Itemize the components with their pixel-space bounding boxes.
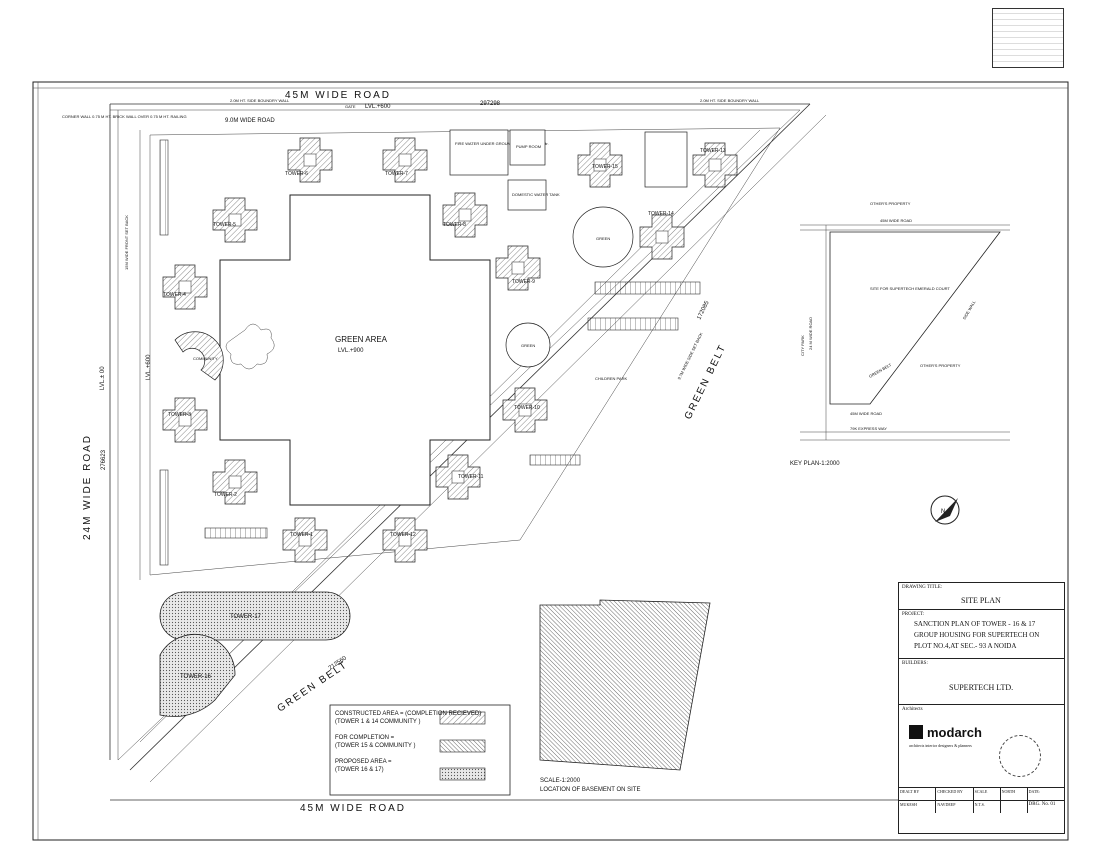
col-dealt: DEALT BY <box>899 788 937 800</box>
key-green-belt: GREEN BELT <box>868 362 893 379</box>
key-city-park: CITY PARK <box>800 335 805 356</box>
val-drawing-no: DRG. No. 01 <box>1028 802 1056 807</box>
key-side-wall: SIDE WALL <box>962 299 977 321</box>
legend-constructed-sub: (TOWER 1 & 14 COMMUNITY ) <box>335 719 421 725</box>
val-scale: N.T.S. <box>974 801 1001 813</box>
tower-10-label: TOWER-10 <box>514 405 540 411</box>
firm-subtitle: architects interior designers & planners <box>909 743 972 748</box>
builders-label: BUILDERS: <box>902 661 928 666</box>
tower-7-label: TOWER-7 <box>385 171 408 177</box>
key-plan-title: KEY PLAN-1:2000 <box>790 461 840 467</box>
legend-completion-sub: (TOWER 15 & COMMUNITY ) <box>335 743 416 749</box>
project-label: PROJECT: <box>902 612 925 617</box>
right-dimension: 172085 <box>696 300 710 321</box>
green-area-label: GREEN AREA <box>335 335 388 344</box>
front-setback-label: 15M WIDE FRONT SET BACK <box>124 215 129 270</box>
tower-1-label: TOWER-1 <box>290 532 313 538</box>
bottom-road-label: 45M WIDE ROAD <box>300 803 406 814</box>
green-area-level: LVL.+900 <box>338 348 364 354</box>
col-checked: CHECKED BY <box>936 788 974 800</box>
col-scale: SCALE <box>974 788 1001 800</box>
gate-label: GATE <box>345 104 356 109</box>
basement-plan: SCALE-1:2000 LOCATION OF BASEMENT ON SIT… <box>539 599 711 793</box>
legend <box>329 704 511 796</box>
key-plan: OTHER'S PROPERTY 45M WIDE ROAD SITE FOR … <box>790 201 1010 467</box>
tower-11-label: TOWER-11 <box>458 474 484 480</box>
left-road-label: 24M WIDE ROAD <box>82 434 93 540</box>
info-value-row: MUKESH NAVDEEP N.T.S. DRG. No. 01 <box>899 801 1064 813</box>
right-setback-label: 9.7M WIDE SIDE SET BACK <box>676 331 703 380</box>
left-level: LVL.+600 <box>146 354 152 380</box>
builder-name: SUPERTECH LTD. <box>949 683 1014 692</box>
project-line-3: PLOT NO.4,AT SEC.- 93 A NOIDA <box>914 642 1017 650</box>
key-others-top: OTHER'S PROPERTY <box>870 201 911 206</box>
left-dimension: 276623 <box>101 449 107 470</box>
project-line-2: GROUP HOUSING FOR SUPERTECH ON <box>914 631 1040 639</box>
green-circle-label-2: GREEN <box>521 343 535 348</box>
tower-5-label: TOWER-5 <box>213 222 236 228</box>
top-setback-label: 2.0M HT. SIDE BOUNDRY WALL <box>230 98 290 103</box>
legend-constructed: CONSTRUCTED AREA = (COMPLETION RECIEVED) <box>335 711 482 717</box>
info-header-row: DEALT BY CHECKED BY SCALE NORTH DATE: <box>899 788 1064 801</box>
col-north: NORTH <box>1001 788 1028 800</box>
top-setback-label-2: 2.0M HT. SIDE BOUNDRY WALL <box>700 98 760 103</box>
tower-14-label: TOWER-14 <box>648 211 674 217</box>
key-road-left: 24 M WIDE ROAD <box>808 317 813 350</box>
val-north <box>1001 801 1028 813</box>
tower-16-label: TOWER-16 <box>180 674 212 680</box>
legend-proposed: PROPOSED AREA = <box>335 759 392 765</box>
domestic-tank-label: DOMESTIC WATER TANK <box>512 192 560 197</box>
val-dealt: MUKESH <box>899 801 937 813</box>
builders-box: BUILDERS: SUPERTECH LTD. <box>899 659 1064 705</box>
children-park-label: CHILDREN PARK <box>595 376 627 381</box>
top-dimension: 297298 <box>480 101 501 107</box>
tower-12-label: TOWER-12 <box>390 532 416 538</box>
tower-4-label: TOWER-4 <box>163 292 186 298</box>
key-road-top: 45M WIDE ROAD <box>880 218 912 223</box>
project-box: PROJECT: SANCTION PLAN OF TOWER - 16 & 1… <box>899 610 1064 659</box>
approval-stamp-top <box>992 8 1064 68</box>
top-road-label: 45M WIDE ROAD <box>285 90 391 101</box>
drawing-title-box: DRAWING TITLE: SITE PLAN <box>899 583 1064 610</box>
val-checked: NAVDEEP <box>936 801 974 813</box>
legend-completion: FOR COMPLETION = <box>335 735 395 741</box>
road-level: LVL.± 00 <box>100 366 106 390</box>
project-line-1: SANCTION PLAN OF TOWER - 16 & 17 <box>914 620 1036 628</box>
tower-3-label: TOWER-3 <box>168 412 191 418</box>
tower-6-label: TOWER-6 <box>285 171 308 177</box>
architects-label: Architects <box>902 707 923 712</box>
community-label: COMMUNITY <box>193 356 218 361</box>
architects-box: Architects modarch architects interior d… <box>899 705 1064 788</box>
inner-road-label: 9.0M WIDE ROAD <box>225 118 275 124</box>
key-site-label: SITE FOR SUPERTECH EMERALD COURT <box>870 286 950 291</box>
pump-room-label: PUMP ROOM <box>516 144 541 149</box>
tower-17-label: TOWER-17 <box>230 614 262 620</box>
key-road-bottom: 45M WIDE ROAD <box>850 411 882 416</box>
top-level: LVL.+600 <box>365 104 391 110</box>
legend-proposed-sub: (TOWER 16 & 17) <box>335 767 384 773</box>
basement-caption: LOCATION OF BASEMENT ON SITE <box>540 787 640 793</box>
tower-13-label: TOWER-13 <box>700 148 726 154</box>
key-expressway: 79K EXPRESS WAY <box>850 426 887 431</box>
north-arrow-icon: N <box>930 495 960 525</box>
basement-scale: SCALE-1:2000 <box>540 778 581 784</box>
corner-wall-label: CORNER WALL 0.75 M HT. BRICK WALL OVER 0… <box>62 114 187 119</box>
fire-tank-label: FIRE WATER UNDER GROUND CAPA=2,00,000Ltr… <box>455 141 549 146</box>
col-date: DATE: <box>1028 789 1040 794</box>
tower-8-label: TOWER-8 <box>443 222 466 228</box>
tower-2-label: TOWER-2 <box>214 492 237 498</box>
tower-9-label: TOWER-9 <box>512 279 535 285</box>
legend-items: CONSTRUCTED AREA = (COMPLETION RECIEVED)… <box>335 710 482 774</box>
title-block: DRAWING TITLE: SITE PLAN PROJECT: SANCTI… <box>898 582 1065 834</box>
drawing-title-label: DRAWING TITLE: <box>902 585 943 590</box>
svg-text:N: N <box>941 509 945 515</box>
approval-stamp <box>999 735 1041 777</box>
tower-15-label: TOWER-15 <box>592 164 618 170</box>
drawing-title: SITE PLAN <box>961 596 1001 605</box>
green-circle-label: GREEN <box>596 236 610 241</box>
modarch-logo-icon <box>909 725 923 739</box>
firm-name: modarch <box>927 725 982 740</box>
key-others-right: OTHER'S PROPERTY <box>920 363 961 368</box>
